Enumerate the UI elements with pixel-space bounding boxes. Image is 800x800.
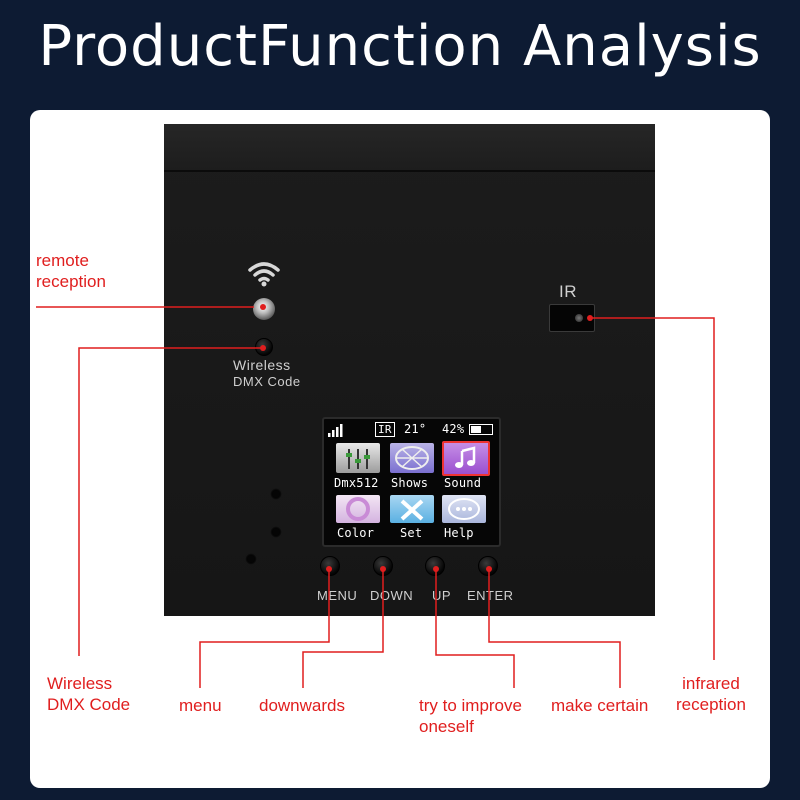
screen-temperature: 21° (404, 422, 427, 436)
ir-sensor-lens (575, 314, 583, 322)
tile-sound-label: Sound (444, 476, 482, 490)
tile-shows-label: Shows (391, 476, 429, 490)
tile-color-label: Color (337, 526, 375, 540)
annotation-menu: menu (179, 696, 222, 715)
leader-downwards (302, 570, 384, 688)
signal-icon (328, 424, 343, 437)
menu-button[interactable] (320, 556, 340, 576)
speaker-hole (270, 526, 282, 538)
tile-sound-icon[interactable] (442, 441, 490, 476)
tile-color-icon[interactable] (336, 495, 380, 523)
enter-button[interactable] (478, 556, 498, 576)
device-top-edge (164, 124, 655, 172)
leader-wireless-dmx-code (78, 347, 262, 656)
annotation-try-to-improve: try to improve oneself (419, 696, 522, 736)
tile-dmx512-icon[interactable] (336, 443, 380, 473)
up-button[interactable] (425, 556, 445, 576)
wireless-label-line2: DMX Code (233, 374, 301, 389)
annotation-wireless-dmx-code: Wireless DMX Code (47, 674, 131, 714)
down-button-label: DOWN (370, 588, 414, 603)
tile-set-label: Set (400, 526, 423, 540)
wifi-icon (248, 262, 280, 287)
menu-button-label: MENU (317, 588, 358, 603)
tile-help-label: Help (444, 526, 474, 540)
lcd-screen: IR 21° 42% Dmx512 Shows Sound Color Set … (322, 417, 501, 547)
leader-enter (488, 570, 621, 688)
battery-icon (469, 424, 493, 435)
annotation-downwards: downwards (259, 696, 345, 715)
annotation-make-certain: make certain (551, 696, 649, 715)
ir-label: IR (559, 282, 577, 301)
annotation-remote-reception: remote reception (36, 251, 106, 291)
leader-up (435, 570, 515, 688)
speaker-hole (270, 488, 282, 500)
page-title: ProductFunction Analysis (38, 14, 762, 79)
enter-button-label: ENTER (467, 588, 514, 603)
tile-shows-icon[interactable] (390, 443, 434, 473)
screen-ir-badge: IR (375, 422, 395, 437)
annotation-infrared-reception: infrared reception (676, 674, 746, 714)
tile-dmx512-label: Dmx512 (334, 476, 379, 490)
wireless-label-line1: Wireless (233, 357, 291, 373)
speaker-hole (245, 553, 257, 565)
tile-help-icon[interactable] (442, 495, 486, 523)
leader-infrared (588, 317, 715, 660)
leader-menu (199, 570, 330, 688)
screen-battery-percent: 42% (442, 422, 465, 436)
tile-set-icon[interactable] (390, 495, 434, 523)
